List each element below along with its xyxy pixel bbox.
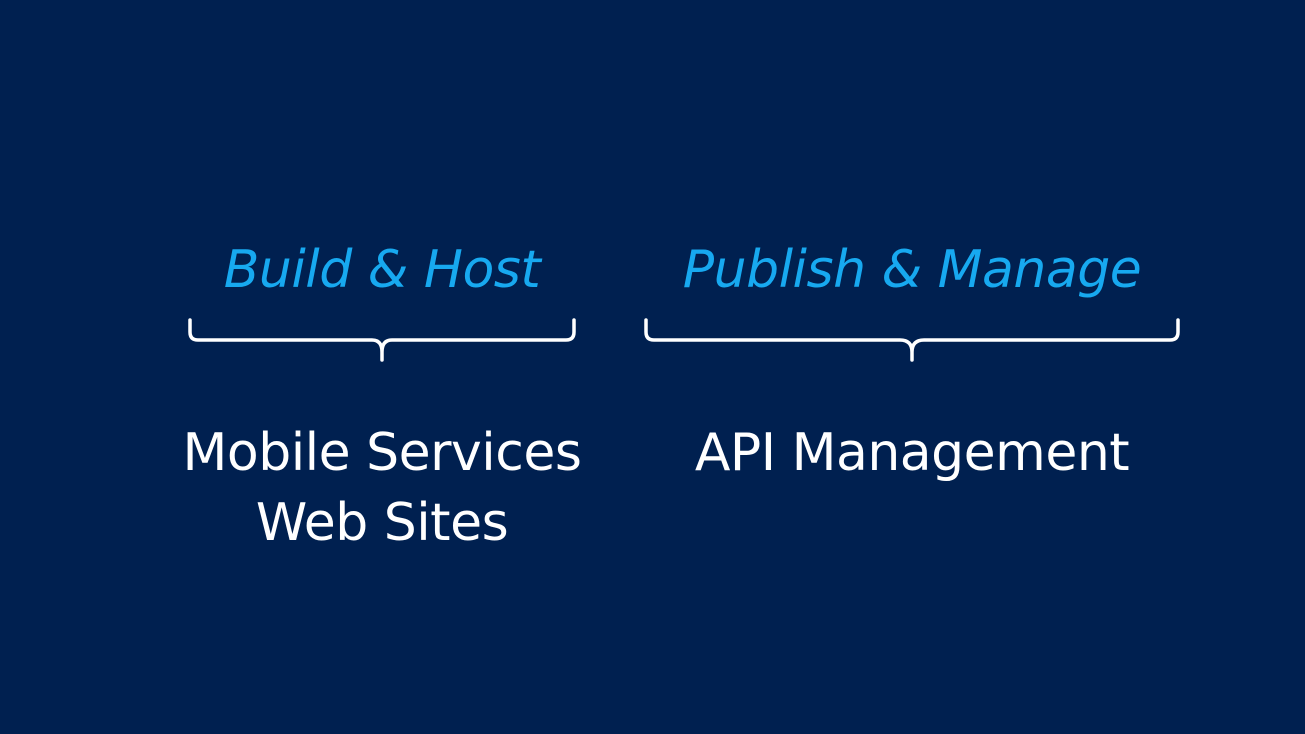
build-host-items: Mobile Services Web Sites — [170, 418, 594, 558]
publish-manage-items: API Management — [642, 418, 1182, 488]
build-host-brace — [188, 318, 576, 362]
web-sites-label: Web Sites — [255, 493, 509, 553]
build-host-heading: Build & Host — [223, 240, 541, 300]
publish-manage-heading: Publish & Manage — [682, 240, 1142, 300]
api-management-label: API Management — [694, 423, 1130, 483]
mobile-services-label: Mobile Services — [182, 423, 582, 483]
publish-manage-brace — [644, 318, 1180, 362]
